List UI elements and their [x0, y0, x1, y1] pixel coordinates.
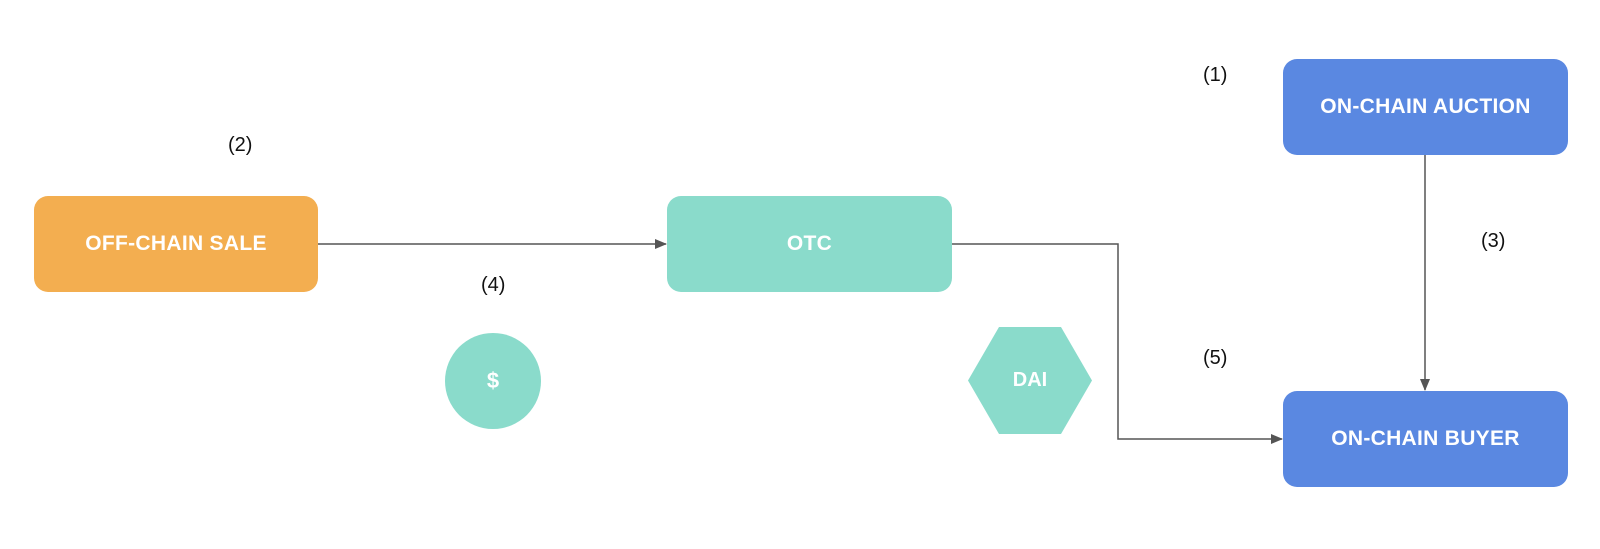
hexagon-shape [968, 327, 1092, 434]
step-3-label: (3) [1481, 230, 1506, 252]
otc-label: OTC [786, 232, 833, 255]
onchain-auction-label: ON-CHAIN AUCTION [1320, 95, 1531, 118]
step-5-label: (5) [1203, 347, 1228, 369]
onchain-auction-node: ON-CHAIN AUCTION [1283, 59, 1568, 155]
dai-token-hexagon: DAI [968, 327, 1092, 434]
step-2-label: (2) [228, 134, 253, 156]
otc-node: OTC [667, 196, 952, 292]
step-4-label: (4) [481, 274, 506, 296]
offchain-sale-node: OFF-CHAIN SALE [34, 196, 318, 292]
onchain-buyer-label: ON-CHAIN BUYER [1331, 427, 1520, 450]
dollar-token-circle: $ [445, 333, 541, 429]
dollar-token-label: $ [486, 368, 500, 393]
onchain-buyer-node: ON-CHAIN BUYER [1283, 391, 1568, 487]
dai-token-label: DAI [1012, 369, 1048, 391]
step-1-label: (1) [1203, 64, 1228, 86]
offchain-sale-label: OFF-CHAIN SALE [85, 232, 267, 255]
arrow-otc-to-buyer [952, 243, 1283, 444]
